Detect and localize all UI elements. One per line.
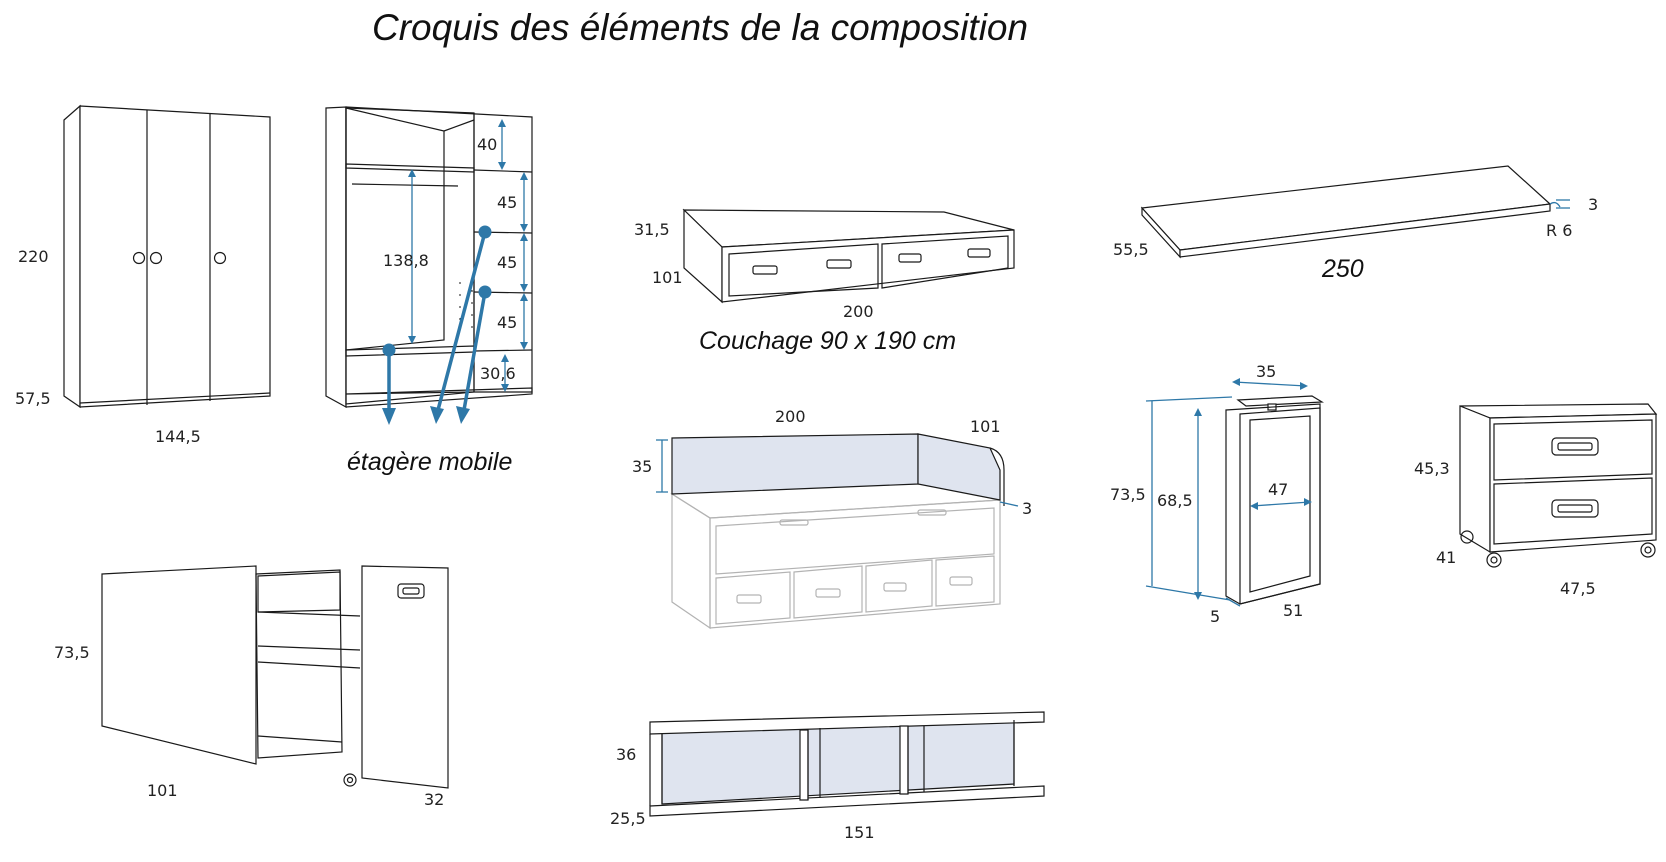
desk-leg-inner-width-label: 47 <box>1268 480 1288 499</box>
wardrobe-shelf-3-label: 45 <box>497 253 517 272</box>
rolling-drawer-drawing <box>1459 403 1658 568</box>
desk-leg-top-width-label: 35 <box>1256 362 1276 381</box>
wardrobe-width-label: 144,5 <box>155 427 201 446</box>
wardrobe-depth-label: 57,5 <box>15 389 51 408</box>
pull-out-desk-height-label: 73,5 <box>54 643 90 662</box>
rolling-drawer-height-label: 45,3 <box>1414 459 1450 478</box>
bed-panels-drawing <box>656 433 1019 630</box>
wardrobe-shelf-4-label: 45 <box>497 313 517 332</box>
desk-top-thickness-label: 3 <box>1588 195 1598 214</box>
rolling-drawer-width-label: 47,5 <box>1560 579 1596 598</box>
wardrobe-bottom-label: 30,6 <box>480 364 516 383</box>
wall-shelf-drawing <box>649 711 1045 817</box>
mobile-shelf-caption: étagère mobile <box>347 448 512 476</box>
rolling-drawer-depth-label: 41 <box>1436 548 1456 567</box>
desk-leg-outer-height-label: 73,5 <box>1110 485 1146 504</box>
bed-unit-height-label: 31,5 <box>634 220 670 239</box>
desk-leg-inner-height-label: 68,5 <box>1157 491 1193 510</box>
desk-leg-depth-label: 51 <box>1283 601 1303 620</box>
wardrobe-shelf-1-label: 40 <box>477 135 497 154</box>
wardrobe-height-label: 220 <box>18 247 49 266</box>
desk-leg-drawing <box>1145 378 1324 607</box>
bed-panel-depth-label: 101 <box>970 417 1001 436</box>
pull-out-desk-drawing <box>101 565 449 789</box>
desk-top-length-label: 250 <box>1321 255 1364 283</box>
wall-shelf-depth-label: 25,5 <box>610 809 646 828</box>
bed-panel-length-label: 200 <box>775 407 806 426</box>
wardrobe-hanging-height-label: 138,8 <box>383 251 429 270</box>
wall-shelf-width-label: 151 <box>844 823 875 842</box>
bed-drawer-unit-drawing <box>682 208 1015 304</box>
desk-top-depth-label: 55,5 <box>1113 240 1149 259</box>
wardrobe-shelf-2-label: 45 <box>497 193 517 212</box>
bed-unit-width-label: 200 <box>843 302 874 321</box>
desk-leg-thickness-label: 5 <box>1210 607 1220 626</box>
wall-shelf-height-label: 36 <box>616 745 636 764</box>
bed-panel-thickness-label: 3 <box>1022 499 1032 518</box>
wardrobe-closed-drawing <box>63 104 271 409</box>
pull-out-desk-depth-label: 101 <box>147 781 178 800</box>
bed-unit-depth-label: 101 <box>652 268 683 287</box>
bed-panel-height-label: 35 <box>632 457 652 476</box>
pull-out-desk-width-label: 32 <box>424 790 444 809</box>
page-title: Croquis des éléments de la composition <box>372 7 1028 48</box>
wardrobe-open-drawing <box>325 106 533 425</box>
desk-top-drawing <box>1140 165 1570 259</box>
desk-top-radius-label: R 6 <box>1546 221 1572 240</box>
bed-size-caption: Couchage 90 x 190 cm <box>699 327 956 355</box>
